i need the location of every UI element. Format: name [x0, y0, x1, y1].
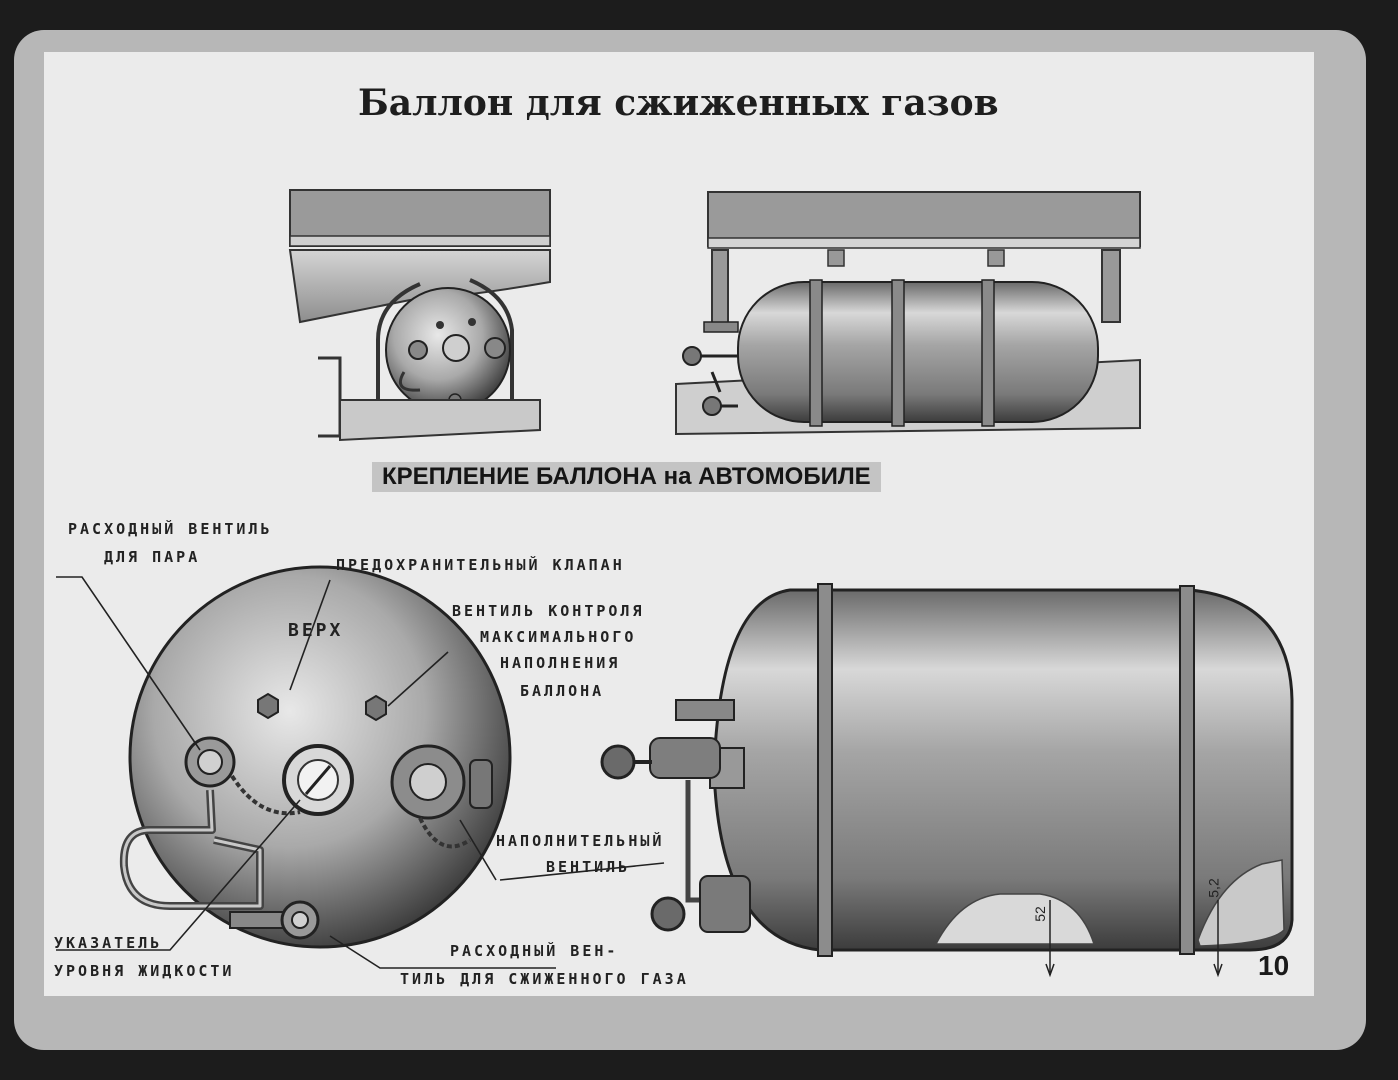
label-level-1: УКАЗАТЕЛЬ: [54, 934, 163, 952]
label-safety-valve: ПРЕДОХРАНИТЕЛЬНЫЙ КЛАПАН: [336, 556, 625, 574]
mount-view-side: [675, 191, 1141, 436]
label-fill-valve-1: НАПОЛНИТЕЛЬНЫЙ: [496, 832, 665, 850]
label-max-fill-4: БАЛЛОНА: [520, 682, 605, 700]
page-number: 10: [1258, 950, 1290, 981]
dimension-label-1: 52: [1031, 906, 1048, 922]
dimension-label-2: 5,2: [1205, 878, 1222, 898]
label-vapor-valve-1: РАСХОДНЫЙ ВЕНТИЛЬ: [68, 520, 273, 538]
tank-end-view: [119, 565, 512, 949]
mount-view-end: [288, 189, 551, 442]
tank-marking: ВЕРХ: [288, 620, 344, 641]
label-vapor-valve-2: ДЛЯ ПАРА: [104, 548, 201, 566]
tank-side-view: [600, 583, 1294, 978]
label-liquid-valve-2: ТИЛЬ ДЛЯ СЖИЖЕННОГО ГАЗА: [400, 970, 689, 988]
label-liquid-valve-1: РАСХОДНЫЙ ВЕН-: [450, 942, 619, 960]
label-max-fill-1: ВЕНТИЛЬ КОНТРОЛЯ: [452, 602, 645, 620]
leader-lines: [56, 576, 665, 969]
label-fill-valve-2: ВЕНТИЛЬ: [546, 858, 631, 876]
page-title: Баллон для сжиженных газов: [358, 82, 999, 124]
label-max-fill-2: МАКСИМАЛЬНОГО: [480, 628, 637, 646]
label-max-fill-3: НАПОЛНЕНИЯ: [500, 654, 621, 672]
mounting-caption: КРЕПЛЕНИЕ БАЛЛОНА на АВТОМОБИЛЕ: [372, 462, 881, 492]
label-level-2: УРОВНЯ ЖИДКОСТИ: [54, 962, 235, 980]
